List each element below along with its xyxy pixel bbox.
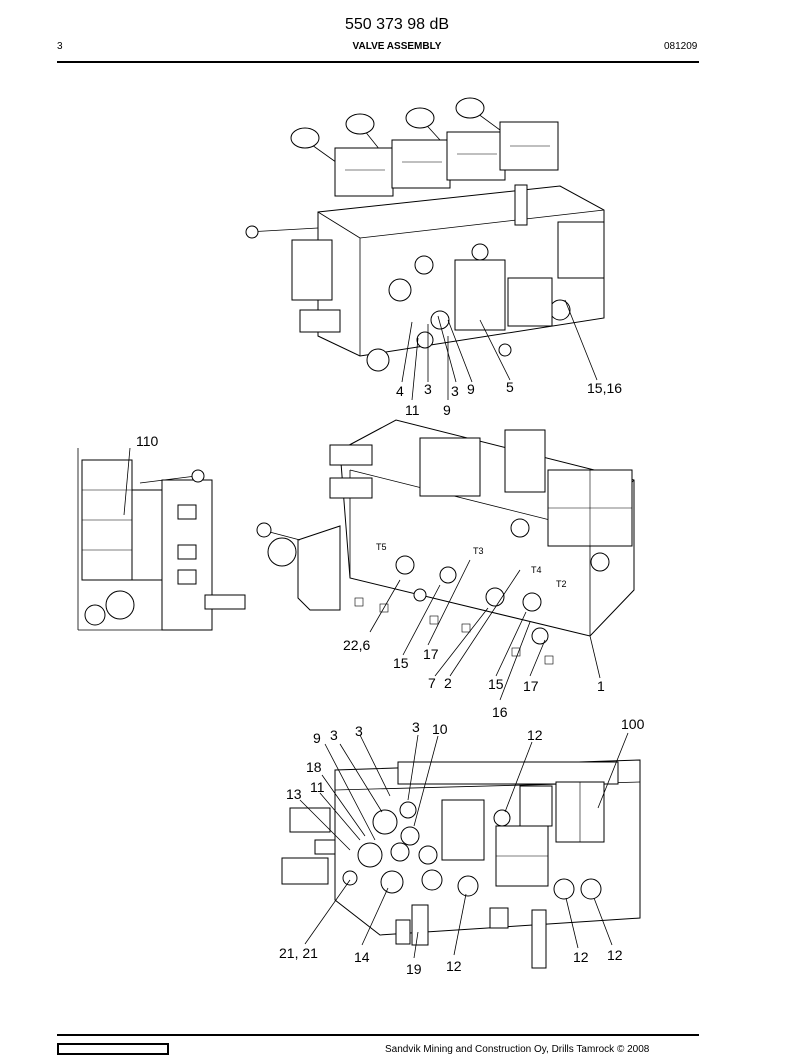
callout-12: 12 — [607, 947, 623, 963]
callout-13: 13 — [286, 786, 302, 802]
callout-9: 9 — [467, 381, 475, 397]
callout-9: 9 — [313, 730, 321, 746]
callout-11: 11 — [405, 402, 420, 418]
callout-3: 3 — [424, 381, 432, 397]
callout-9: 9 — [443, 402, 451, 418]
footer-copyright: Sandvik Mining and Construction Oy, Dril… — [385, 1044, 650, 1055]
callout-2: 2 — [444, 675, 452, 691]
port-tag-t2: T2 — [556, 579, 567, 589]
callout-3: 3 — [355, 723, 363, 739]
port-tag-t4: T4 — [531, 565, 542, 575]
callout-7: 7 — [428, 675, 436, 691]
document-number: 550 373 98 dB — [344, 16, 450, 33]
top-valve-view: 4 3 3 9 5 15,16 11 9 — [245, 97, 622, 418]
callout-14: 14 — [354, 949, 370, 965]
callout-5: 5 — [506, 379, 514, 395]
callout-18: 18 — [306, 759, 322, 775]
callout-11: 11 — [310, 779, 325, 795]
document-date: 081209 — [664, 41, 698, 52]
callout-12: 12 — [573, 949, 589, 965]
bottom-valve-view: 9 3 3 3 10 12 100 18 11 13 21, 21 14 19 … — [279, 716, 645, 977]
callout-100: 100 — [621, 716, 645, 732]
callout-4: 4 — [396, 383, 404, 399]
middle-valve-view: 110 T5 T3 T4 T2 — [77, 419, 635, 720]
callout-12: 12 — [446, 958, 462, 974]
callout-3: 3 — [451, 383, 459, 399]
callout-15-16: 15,16 — [587, 380, 622, 396]
page-number: 3 — [57, 41, 63, 52]
callout-15: 15 — [488, 676, 504, 692]
callout-17: 17 — [523, 678, 539, 694]
callout-22-6: 22,6 — [343, 637, 370, 653]
port-tag-t3: T3 — [473, 546, 484, 556]
callout-21-21: 21, 21 — [279, 945, 318, 961]
callout-17: 17 — [423, 646, 439, 662]
callout-110: 110 — [136, 433, 159, 449]
callout-12: 12 — [527, 727, 543, 743]
callout-3: 3 — [330, 727, 338, 743]
callout-3: 3 — [412, 719, 420, 735]
port-tag-t5: T5 — [376, 542, 387, 552]
callout-1: 1 — [597, 678, 605, 694]
callout-10: 10 — [432, 721, 448, 737]
page-title: VALVE ASSEMBLY — [352, 41, 442, 52]
callout-16: 16 — [492, 704, 508, 720]
callout-15: 15 — [393, 655, 409, 671]
header-rule — [57, 61, 699, 63]
company-logo — [57, 1043, 169, 1055]
footer-rule — [57, 1034, 699, 1036]
callout-19: 19 — [406, 961, 422, 977]
